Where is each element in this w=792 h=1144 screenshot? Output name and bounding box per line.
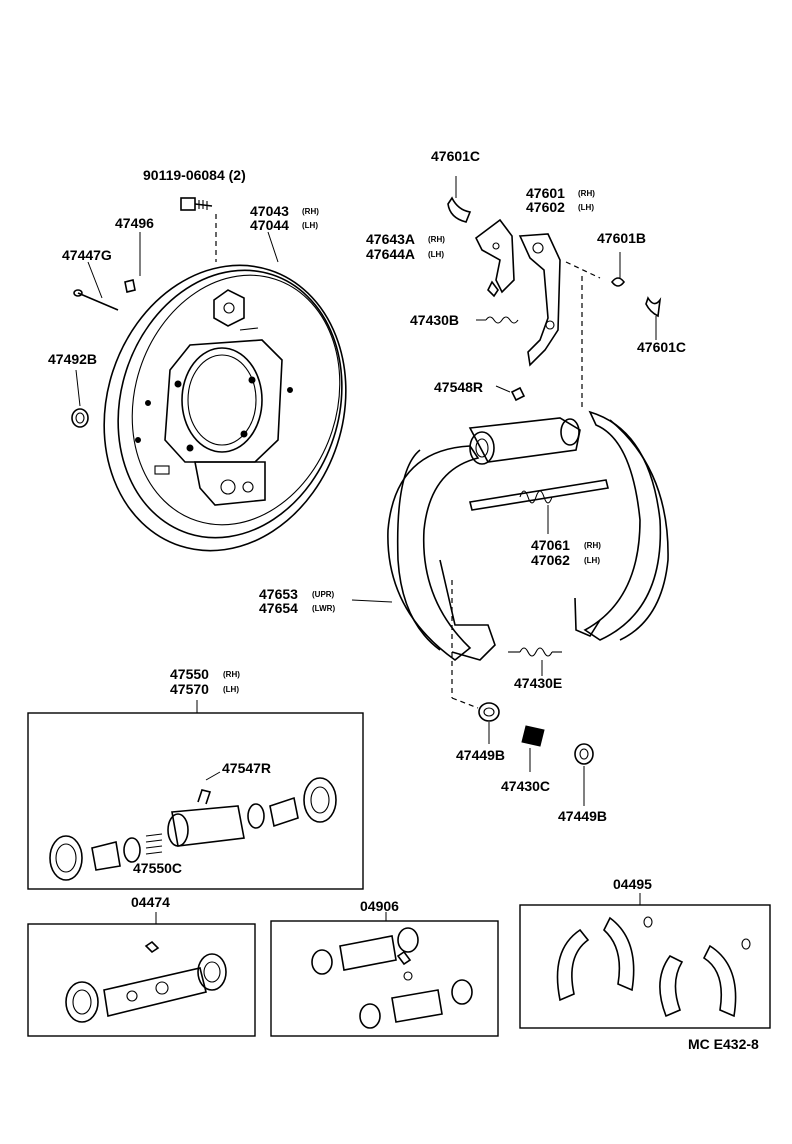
label-47644A-lh: (LH) bbox=[428, 250, 444, 259]
label-47601C-top: 47601C bbox=[431, 148, 480, 164]
label-47644A: 47644A bbox=[366, 246, 415, 262]
label-47550C: 47550C bbox=[133, 860, 182, 876]
label-47043-rh: (RH) bbox=[302, 207, 319, 216]
label-47550-rh: (RH) bbox=[223, 670, 240, 679]
label-47570-lh: (LH) bbox=[223, 685, 239, 694]
label-47061-rh: (RH) bbox=[584, 541, 601, 550]
label-47061: 47061 bbox=[531, 537, 570, 553]
label-47653-upr: (UPR) bbox=[312, 590, 335, 599]
label-90119-06084: 90119-06084 (2) bbox=[143, 167, 246, 183]
label-kit-04474: 04474 bbox=[131, 894, 170, 910]
label-47550: 47550 bbox=[170, 666, 209, 682]
plug-47492B-drawing bbox=[71, 369, 89, 428]
label-47430B: 47430B bbox=[410, 312, 459, 328]
shoe-assembly-drawing bbox=[351, 385, 669, 709]
label-47654: 47654 bbox=[259, 600, 298, 616]
label-47653: 47653 bbox=[259, 586, 298, 602]
bolt-90119-drawing bbox=[180, 197, 213, 211]
label-kit-04495: 04495 bbox=[613, 876, 652, 892]
small-parts-drawing bbox=[478, 702, 594, 806]
label-47548R: 47548R bbox=[434, 379, 483, 395]
label-47449B-right: 47449B bbox=[558, 808, 607, 824]
label-47062-lh: (LH) bbox=[584, 556, 600, 565]
label-47447G: 47447G bbox=[62, 247, 112, 263]
label-47601: 47601 bbox=[526, 185, 565, 201]
pin-47447G-drawing bbox=[73, 261, 119, 311]
label-47643A-rh: (RH) bbox=[428, 235, 445, 244]
label-47654-lwr: (LWR) bbox=[312, 604, 335, 613]
label-47601-rh: (RH) bbox=[578, 189, 595, 198]
label-47044: 47044 bbox=[250, 217, 289, 233]
label-47602-lh: (LH) bbox=[578, 203, 594, 212]
label-47643A: 47643A bbox=[366, 231, 415, 247]
kit-04474-box bbox=[27, 923, 256, 1037]
label-47547R: 47547R bbox=[222, 760, 271, 776]
label-47492B: 47492B bbox=[48, 351, 97, 367]
label-47430C: 47430C bbox=[501, 778, 550, 794]
label-47043: 47043 bbox=[250, 203, 289, 219]
wheel-cylinder-drawing bbox=[49, 771, 337, 881]
kit-04906-drawing bbox=[311, 927, 473, 1029]
label-kit-04906: 04906 bbox=[360, 898, 399, 914]
label-47449B-left: 47449B bbox=[456, 747, 505, 763]
label-47044-lh: (LH) bbox=[302, 221, 318, 230]
label-47602: 47602 bbox=[526, 199, 565, 215]
label-47601C-right: 47601C bbox=[637, 339, 686, 355]
plug-47496-drawing bbox=[124, 232, 141, 293]
label-47430E: 47430E bbox=[514, 675, 562, 691]
kit-04906-box bbox=[270, 920, 499, 1037]
kit-04495-box bbox=[519, 904, 771, 1029]
label-47062: 47062 bbox=[531, 552, 570, 568]
diagram-reference-code: MC E432-8 bbox=[688, 1036, 759, 1052]
wheel-cylinder-box bbox=[27, 712, 364, 890]
kit-04474-drawing bbox=[65, 940, 227, 1023]
label-47496: 47496 bbox=[115, 215, 154, 231]
label-47570: 47570 bbox=[170, 681, 209, 697]
kit-04495-drawing bbox=[556, 916, 751, 1018]
lever-drawing bbox=[447, 176, 662, 410]
label-47601B: 47601B bbox=[597, 230, 646, 246]
backing-plate-drawing bbox=[103, 214, 347, 552]
